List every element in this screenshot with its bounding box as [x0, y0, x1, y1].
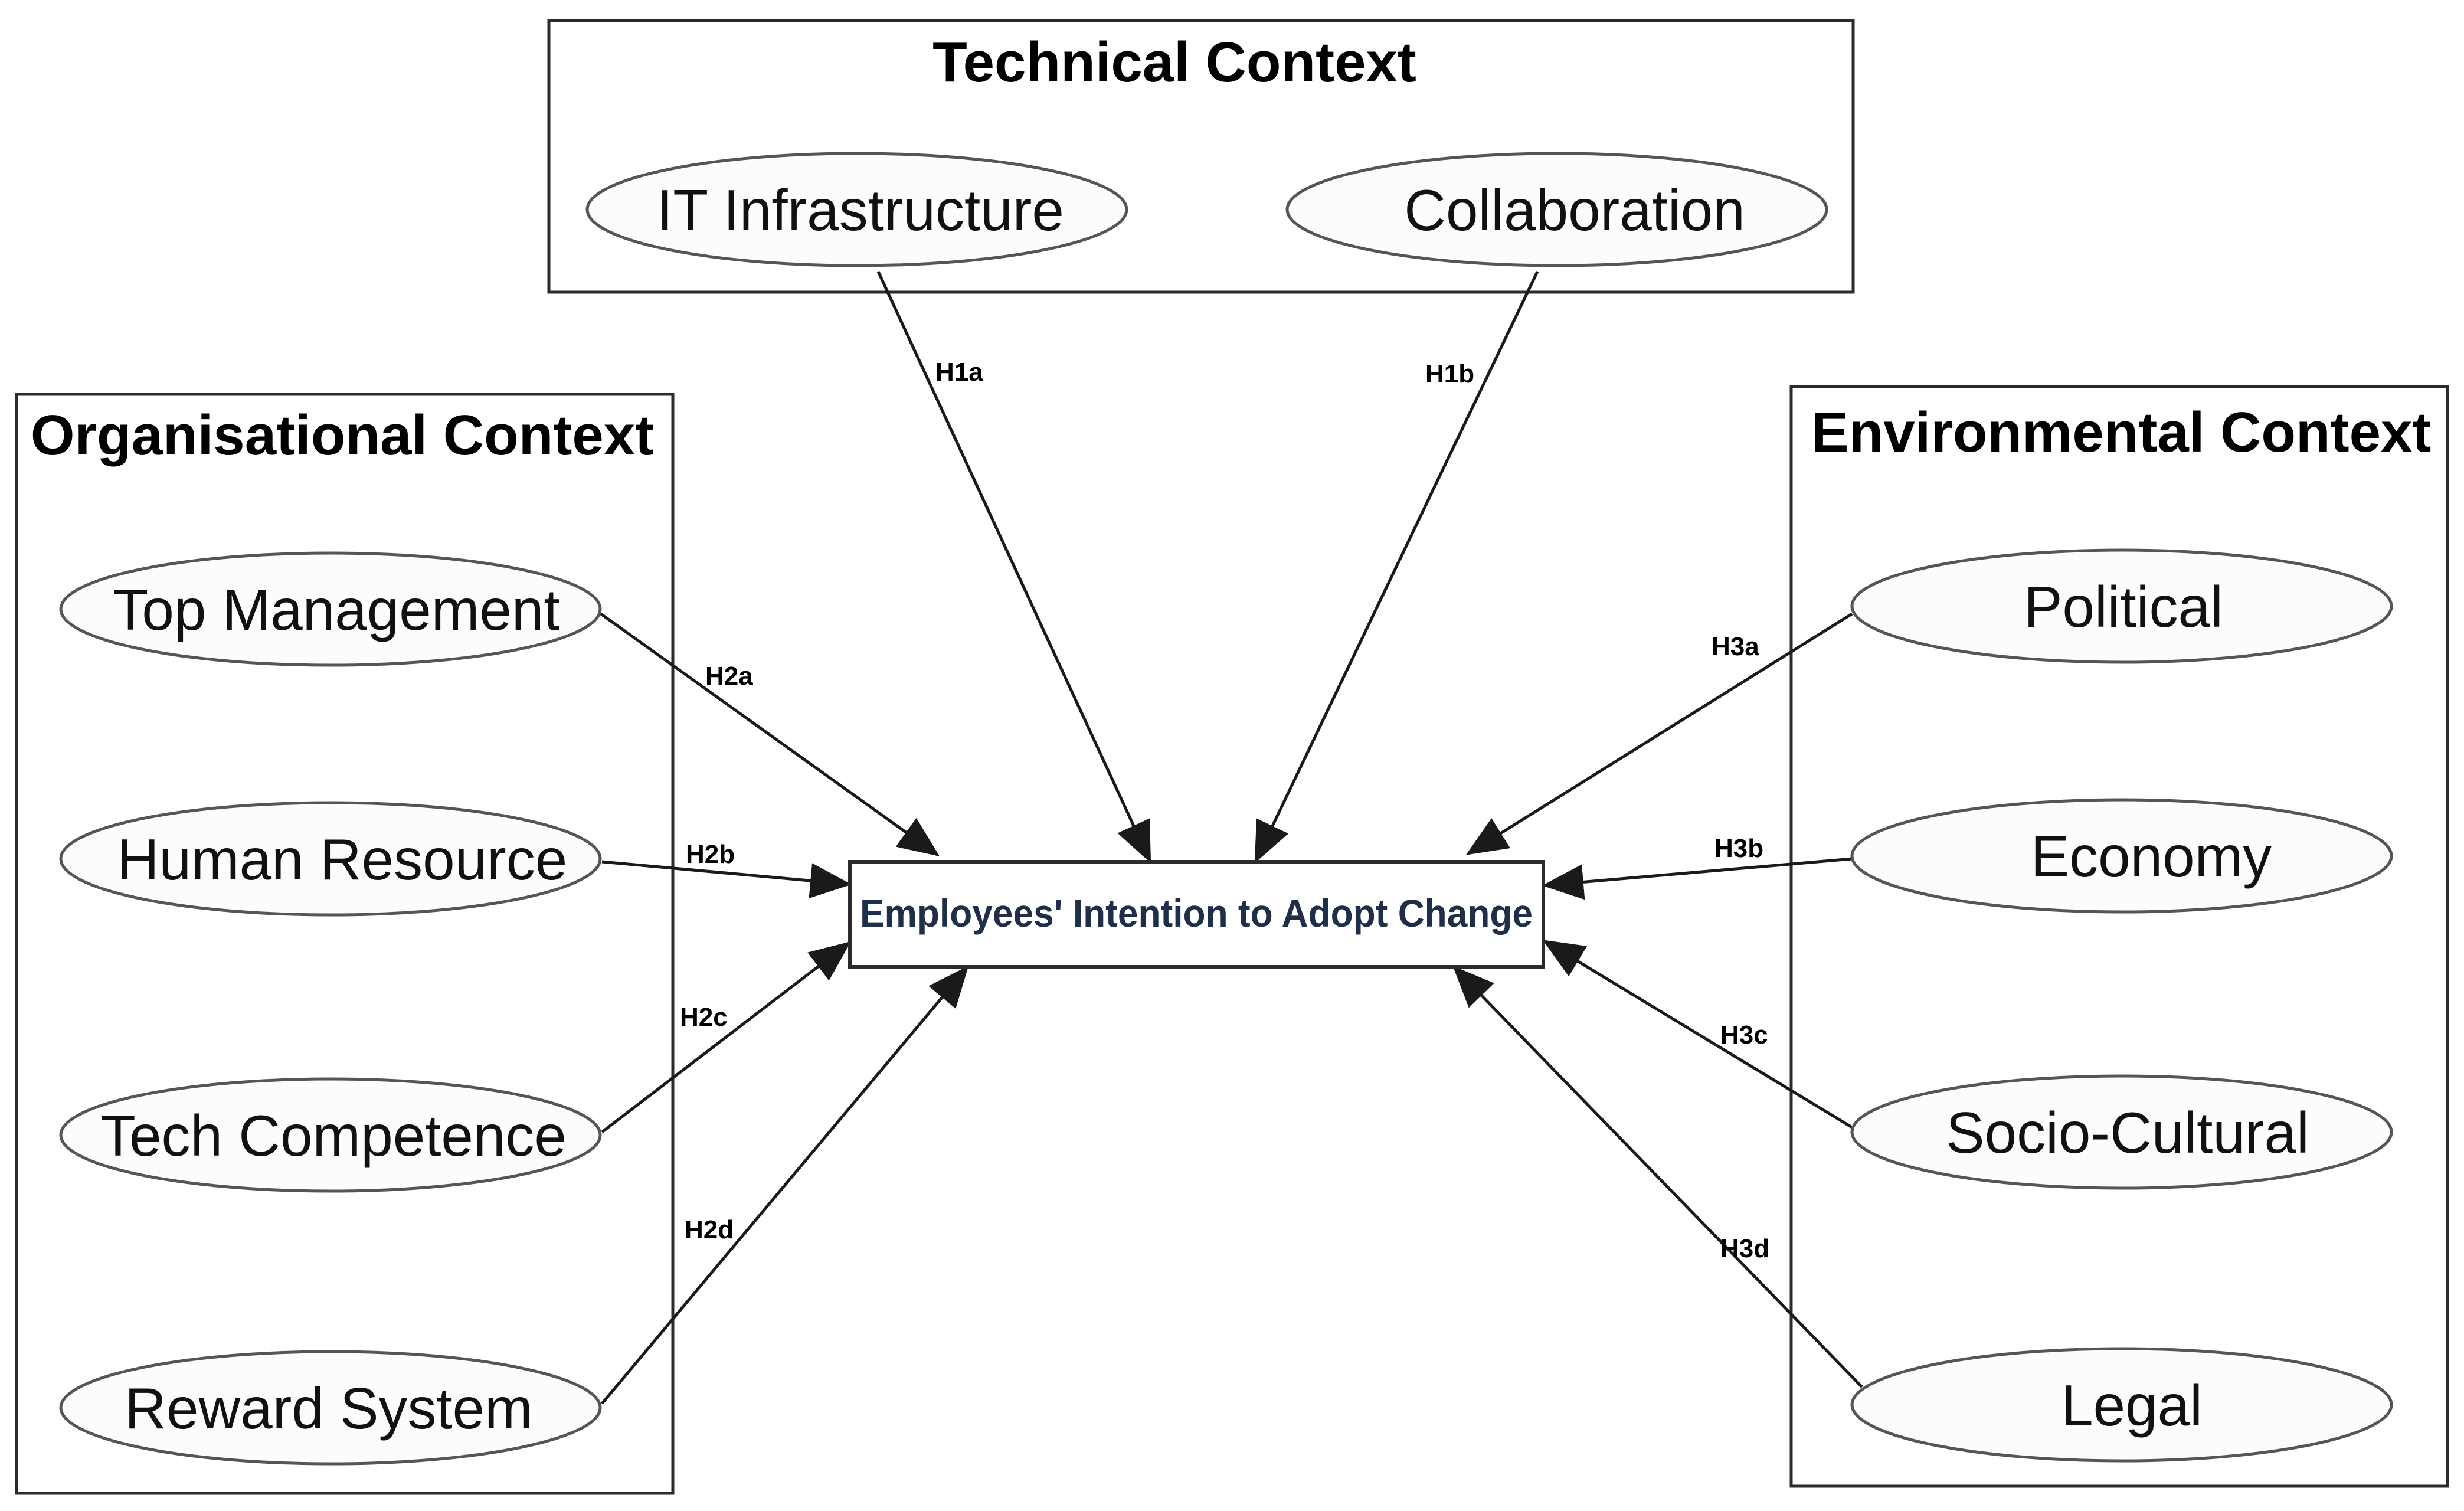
node-top-management-label: Top Management: [113, 577, 559, 642]
node-top-management: Top Management: [59, 551, 602, 667]
label-h3d: H3d: [1720, 1234, 1769, 1263]
hypothesis-labels: H1a H1b H2a H2b H2c H2d H3a H3b H3c H3d: [680, 358, 1769, 1263]
label-h2d: H2d: [685, 1215, 734, 1244]
node-collaboration-label: Collaboration: [1404, 178, 1745, 243]
technical-context-title: Technical Context: [932, 31, 1416, 94]
node-legal-label: Legal: [2061, 1373, 2203, 1438]
node-political: Political: [1850, 548, 2393, 664]
node-human-resource: Human Resource: [59, 801, 602, 917]
edge-h3a: [1465, 612, 1853, 855]
edge-h2b: [601, 860, 852, 898]
label-h1a: H1a: [935, 358, 983, 387]
target-construct: Employees' Intention to Adopt Change: [848, 860, 1545, 969]
edge-h3c: [1542, 940, 1853, 1129]
edge-h1b: [1254, 270, 1539, 864]
node-human-resource-label: Human Resource: [117, 827, 568, 892]
node-tech-competence: Tech Competence: [59, 1077, 602, 1193]
node-it-infrastructure-label: IT Infrastructure: [657, 178, 1064, 243]
node-socio-cultural: Socio-Cultural: [1850, 1074, 2393, 1190]
target-label: Employees' Intention to Adopt Change: [860, 891, 1533, 935]
label-h2b: H2b: [686, 840, 735, 869]
node-tech-competence-label: Tech Competence: [100, 1103, 567, 1168]
label-h1b: H1b: [1425, 359, 1474, 388]
node-economy-label: Economy: [2031, 824, 2272, 889]
edge-h3b: [1542, 857, 1853, 900]
environmental-context-title: Environmental Context: [1811, 401, 2432, 464]
edge-h1a: [876, 270, 1151, 864]
node-socio-cultural-label: Socio-Cultural: [1946, 1100, 2309, 1165]
edge-h3d: [1452, 966, 1863, 1388]
label-h3c: H3c: [1720, 1021, 1768, 1049]
label-h3a: H3a: [1712, 632, 1759, 661]
node-political-label: Political: [2024, 574, 2223, 639]
node-reward-system: Reward System: [59, 1350, 602, 1466]
node-economy: Economy: [1850, 798, 2393, 914]
edge-h2a: [600, 612, 940, 856]
label-h2c: H2c: [680, 1003, 728, 1032]
label-h3b: H3b: [1714, 834, 1763, 863]
label-h2a: H2a: [705, 662, 753, 691]
target-box: [848, 860, 1545, 969]
edge-h2d: [601, 966, 969, 1405]
edge-h2c: [601, 941, 851, 1133]
node-legal: Legal: [1850, 1347, 2393, 1463]
edges: [600, 270, 1863, 1405]
node-collaboration: Collaboration: [1285, 152, 1828, 267]
node-reward-system-label: Reward System: [125, 1376, 533, 1441]
node-it-infrastructure: IT Infrastructure: [585, 152, 1128, 267]
organisational-context-title: Organisational Context: [31, 404, 654, 467]
